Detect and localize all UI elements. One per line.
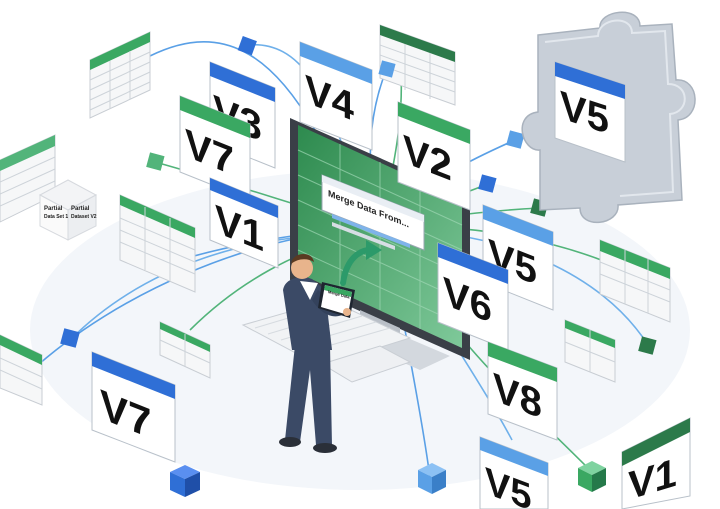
phone-title: Merge Data bbox=[328, 289, 350, 300]
spreadsheet-top-left bbox=[89, 31, 151, 119]
keyboard-front bbox=[320, 345, 412, 383]
doc-v8: V8 bbox=[487, 341, 558, 441]
doc-v5-puzzle: V5 bbox=[554, 61, 626, 163]
doc-v2: V2 bbox=[397, 101, 471, 211]
doc-v1-bottom: V1 bbox=[621, 417, 691, 509]
doc-v5-bottom: V5 bbox=[479, 436, 549, 509]
curved-arrow-icon bbox=[340, 240, 382, 286]
spreadsheet-right bbox=[599, 239, 671, 323]
cube-line1: Partial bbox=[44, 206, 63, 212]
spreadsheet-right-low bbox=[564, 319, 616, 383]
spreadsheet-left-mid bbox=[119, 194, 196, 293]
doc-v7-bottom: V7 bbox=[91, 351, 176, 463]
businessman: Merge Data bbox=[279, 253, 355, 453]
doc-v7-top: V7 bbox=[179, 95, 251, 201]
cube-line3: Partial bbox=[71, 206, 90, 212]
doc-v6: V6 bbox=[437, 242, 509, 351]
spreadsheet-center-low bbox=[159, 321, 211, 379]
spreadsheet-top-center bbox=[379, 24, 456, 106]
partial-data-cube: Partial Data Set 1 Partial Dataset V2 bbox=[38, 179, 98, 241]
cube-line4: Dataset V2 bbox=[71, 214, 97, 220]
spreadsheet-bottom-left bbox=[0, 334, 43, 406]
cube-line2: Data Set 1 bbox=[44, 214, 68, 220]
doc-v4: V4 bbox=[299, 41, 373, 151]
